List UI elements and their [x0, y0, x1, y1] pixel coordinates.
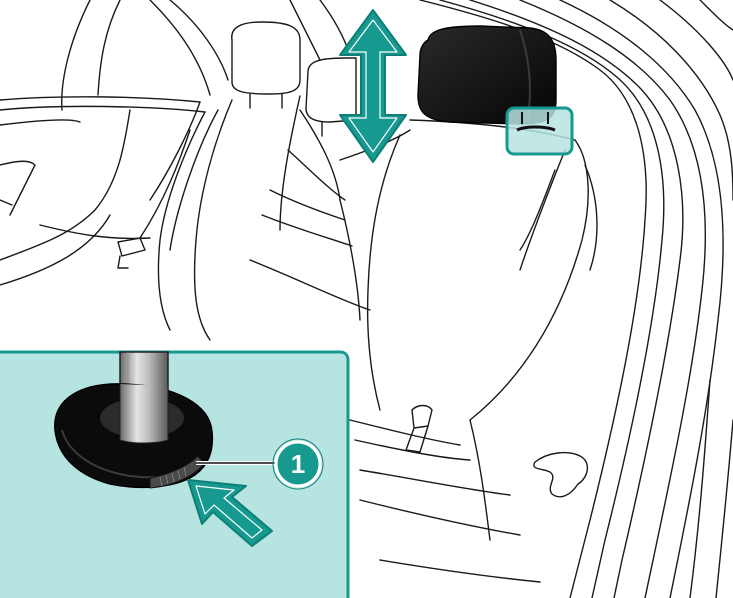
double-vertical-arrow-icon — [340, 10, 406, 162]
callout-1: 1 — [273, 439, 323, 489]
callout-1-number: 1 — [291, 449, 305, 479]
detail-inset-panel: 1 — [0, 352, 348, 598]
release-button-highlight — [507, 108, 572, 154]
